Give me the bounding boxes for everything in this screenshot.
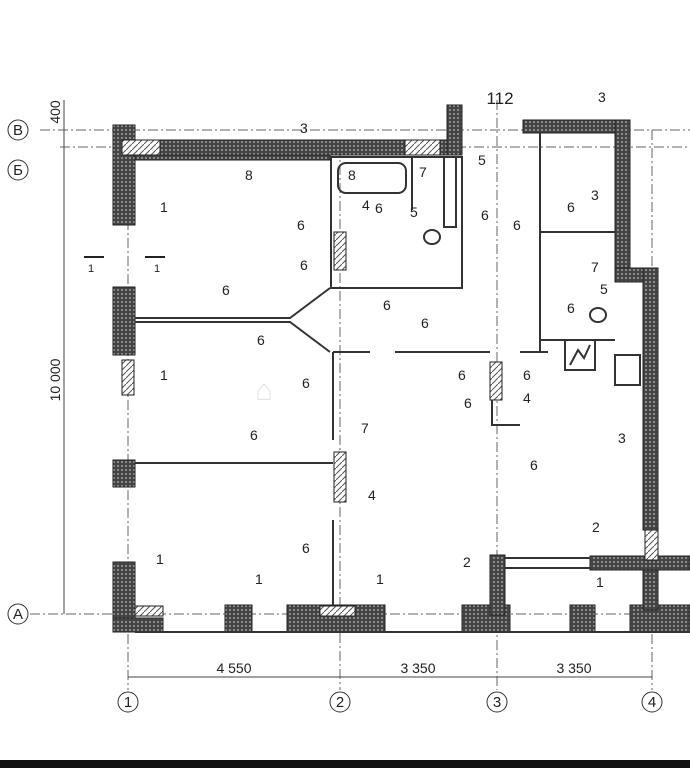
label: 6 — [421, 315, 429, 331]
label: 7 — [419, 164, 427, 180]
label: 4 — [362, 197, 370, 213]
label: 6 — [257, 332, 265, 348]
bottom-bar — [0, 760, 690, 768]
dimension-lines — [63, 100, 652, 678]
label: 1 — [376, 571, 384, 587]
section-mark-left: 1 — [88, 263, 94, 275]
label: 6 — [300, 257, 308, 273]
label: 6 — [297, 217, 305, 233]
dim-4550: 4 550 — [216, 660, 251, 676]
axis-row-a: А — [13, 606, 23, 623]
watermark-logo: ⌂ — [255, 374, 273, 407]
dim-3350-a: 3 350 — [400, 660, 435, 676]
label: 2 — [463, 554, 471, 570]
label: 3 — [300, 120, 308, 136]
exterior-walls — [112, 104, 690, 633]
label: 6 — [464, 395, 472, 411]
label: 4 — [368, 487, 376, 503]
axis-col-2: 2 — [336, 694, 344, 711]
label: 6 — [523, 367, 531, 383]
axis-row-v: В — [13, 122, 23, 139]
label: 7 — [361, 420, 369, 436]
label: 6 — [567, 300, 575, 316]
label: 6 — [250, 427, 258, 443]
label: 5 — [600, 281, 608, 297]
label: 6 — [375, 200, 383, 216]
label: 3 — [618, 430, 626, 446]
label: 8 — [348, 167, 356, 183]
axis-markers — [7, 119, 663, 713]
label: 3 — [591, 187, 599, 203]
label: 5 — [410, 204, 418, 220]
section-mark-right: 1 — [154, 263, 160, 275]
label: 6 — [513, 217, 521, 233]
dim-3350-b: 3 350 — [556, 660, 591, 676]
label: 6 — [567, 199, 575, 215]
label: 1 — [156, 551, 164, 567]
label: 6 — [530, 457, 538, 473]
label: 3 — [598, 89, 606, 105]
callout-labels: 3 3 8 8 7 5 5 4 6 6 6 1 6 6 3 6 7 5 6 6 … — [156, 89, 626, 590]
axis-row-b: Б — [13, 162, 23, 179]
label: 6 — [302, 540, 310, 556]
axis-col-1: 1 — [124, 694, 132, 711]
label: 1 — [160, 199, 168, 215]
label: 6 — [383, 297, 391, 313]
label: 6 — [222, 282, 230, 298]
axis-col-4: 4 — [648, 694, 656, 711]
hatched-inserts — [121, 139, 659, 617]
label: 6 — [458, 367, 466, 383]
axis-col-3: 3 — [493, 694, 501, 711]
label: 2 — [592, 519, 600, 535]
label: 5 — [478, 152, 486, 168]
plan-number: 112 — [486, 89, 513, 108]
dim-10000: 10 000 — [47, 358, 63, 401]
partitions — [135, 133, 690, 633]
label: 1 — [255, 571, 263, 587]
label: 4 — [523, 390, 531, 406]
label: 6 — [481, 207, 489, 223]
label: 1 — [596, 574, 604, 590]
label: 6 — [302, 375, 310, 391]
label: 7 — [591, 259, 599, 275]
dim-400: 400 — [47, 100, 63, 124]
label: 8 — [245, 167, 253, 183]
label: 1 — [160, 367, 168, 383]
